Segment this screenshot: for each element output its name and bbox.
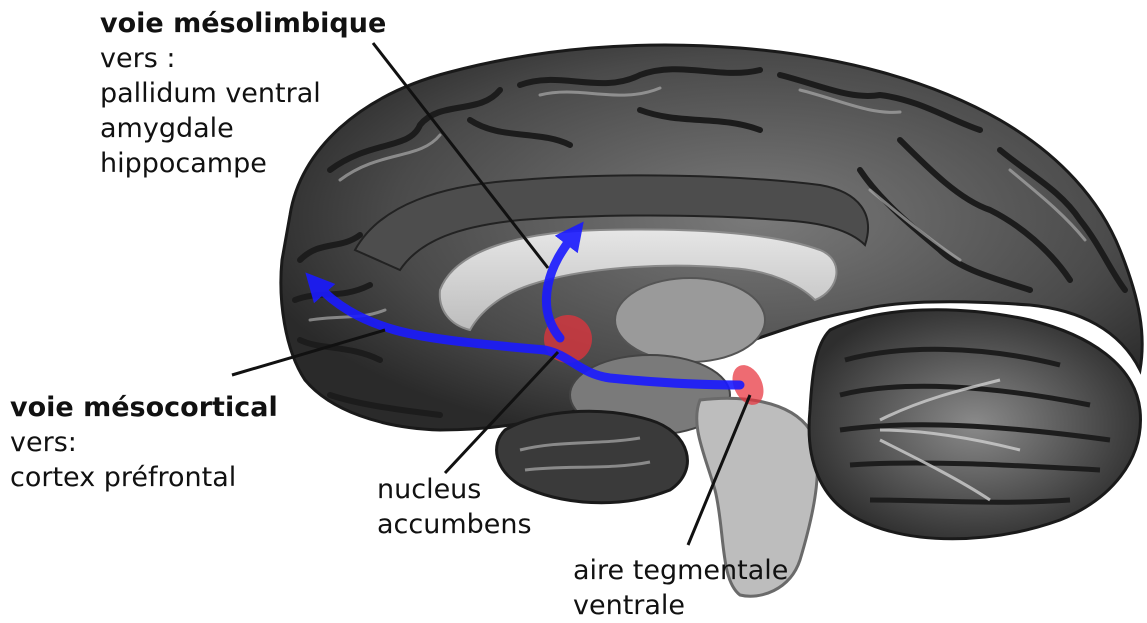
label-mesolimbic-title: voie mésolimbique <box>100 6 386 41</box>
label-mesolimbic-line-4: hippocampe <box>100 146 386 181</box>
label-vta-line-1: aire tegmentale <box>573 553 788 588</box>
label-nucleus-line-1: nucleus <box>377 472 532 507</box>
thalamus <box>615 278 765 362</box>
label-nucleus-line-2: accumbens <box>377 507 532 542</box>
label-mesolimbic: voie mésolimbique vers : pallidum ventra… <box>100 6 386 181</box>
label-mesolimbic-line-1: vers : <box>100 41 386 76</box>
label-mesolimbic-line-3: amygdale <box>100 111 386 146</box>
label-mesocortical-line-1: vers: <box>10 425 278 460</box>
label-mesocortical-title: voie mésocortical <box>10 390 278 425</box>
label-vta-line-2: ventrale <box>573 588 788 623</box>
label-nucleus-accumbens: nucleus accumbens <box>377 472 532 542</box>
label-mesocortical: voie mésocortical vers: cortex préfronta… <box>10 390 278 495</box>
label-vta: aire tegmentale ventrale <box>573 553 788 623</box>
label-mesolimbic-line-2: pallidum ventral <box>100 76 386 111</box>
label-mesocortical-line-2: cortex préfrontal <box>10 460 278 495</box>
